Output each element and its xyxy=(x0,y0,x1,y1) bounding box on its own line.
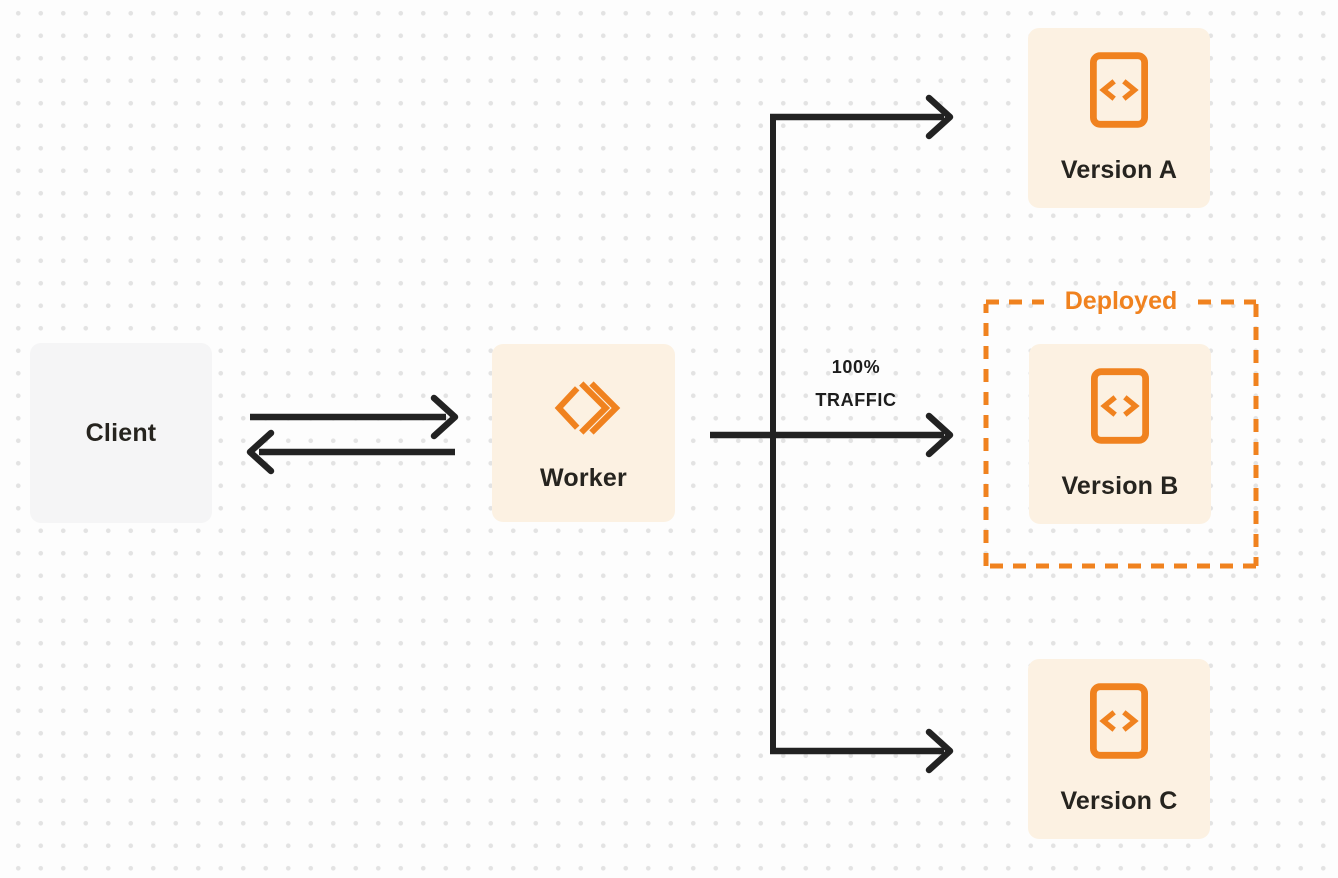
code-file-icon xyxy=(1090,683,1148,759)
version-c-node-label: Version C xyxy=(1060,787,1178,815)
branch-arrow-version-a-head xyxy=(925,94,954,140)
client-node-label: Client xyxy=(85,418,157,447)
version-b-node-label: Version B xyxy=(1061,472,1179,500)
client-to-worker-arrow xyxy=(250,394,459,440)
worker-node: Worker xyxy=(492,344,675,522)
traffic-arrowhead xyxy=(925,412,954,458)
traffic-branch-lines xyxy=(710,94,954,774)
traffic-label: 100% TRAFFIC xyxy=(815,351,896,417)
deployed-group-label: Deployed xyxy=(1064,287,1178,315)
deployed-group-border xyxy=(983,299,1259,569)
traffic-label-word: TRAFFIC xyxy=(815,390,897,410)
version-b-node: Version B xyxy=(1029,344,1211,524)
client-node: Client xyxy=(30,343,212,523)
branch-arrow-version-c-head xyxy=(925,728,954,774)
code-file-icon xyxy=(1090,52,1148,128)
traffic-label-percent: 100% xyxy=(831,357,881,377)
version-a-node: Version A xyxy=(1028,28,1210,208)
version-a-node-label: Version A xyxy=(1060,156,1178,184)
workers-logo-icon xyxy=(554,381,620,435)
code-file-icon xyxy=(1091,368,1149,444)
worker-to-client-arrow xyxy=(246,429,455,475)
version-c-node: Version C xyxy=(1028,659,1210,839)
worker-node-label: Worker xyxy=(540,464,627,492)
